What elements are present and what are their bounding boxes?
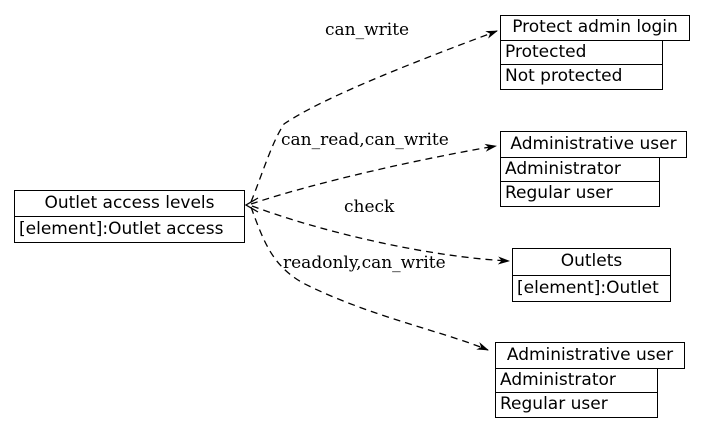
node-row: Protected [500, 39, 663, 66]
edge-can-read-can-write-path [250, 143, 497, 205]
node-outlets: Outlets [element]:Outlet [512, 248, 671, 302]
node-row: [element]:Outlet access [14, 215, 245, 243]
edge-can-write-path [250, 30, 498, 203]
edge-label-readonly-can-write: readonly,can_write [283, 253, 446, 273]
node-body: Administrator Regular user [500, 156, 687, 207]
node-row: Administrator [495, 367, 658, 394]
node-row: Not protected [500, 64, 663, 90]
node-body: Administrator Regular user [495, 367, 685, 418]
node-protect-admin-login: Protect admin login Protected Not protec… [500, 15, 690, 90]
node-outlet-access-levels: Outlet access levels [element]:Outlet ac… [14, 190, 245, 243]
node-row: Regular user [495, 392, 658, 418]
node-body: [element]:Outlet access [14, 215, 245, 243]
edge-label-check: check [344, 197, 395, 217]
left-arrowhead-icon [244, 197, 259, 213]
node-row: Administrator [500, 156, 660, 183]
node-body: Protected Not protected [500, 39, 690, 90]
node-administrative-user-bottom: Administrative user Administrator Regula… [495, 342, 685, 418]
edge-check-path [251, 205, 510, 265]
node-title: Administrative user [500, 131, 687, 158]
node-administrative-user-top: Administrative user Administrator Regula… [500, 131, 687, 207]
node-body: [element]:Outlet [512, 274, 671, 302]
edge-label-can-write: can_write [325, 20, 410, 40]
edge-label-can-read-can-write: can_read,can_write [281, 130, 449, 150]
edge-readonly-can-write-path [250, 206, 489, 351]
node-title: Protect admin login [500, 15, 690, 41]
node-title: Outlet access levels [14, 190, 245, 217]
node-title: Outlets [512, 248, 671, 276]
node-row: [element]:Outlet [512, 274, 671, 302]
node-row: Regular user [500, 181, 660, 207]
node-title: Administrative user [495, 342, 685, 369]
